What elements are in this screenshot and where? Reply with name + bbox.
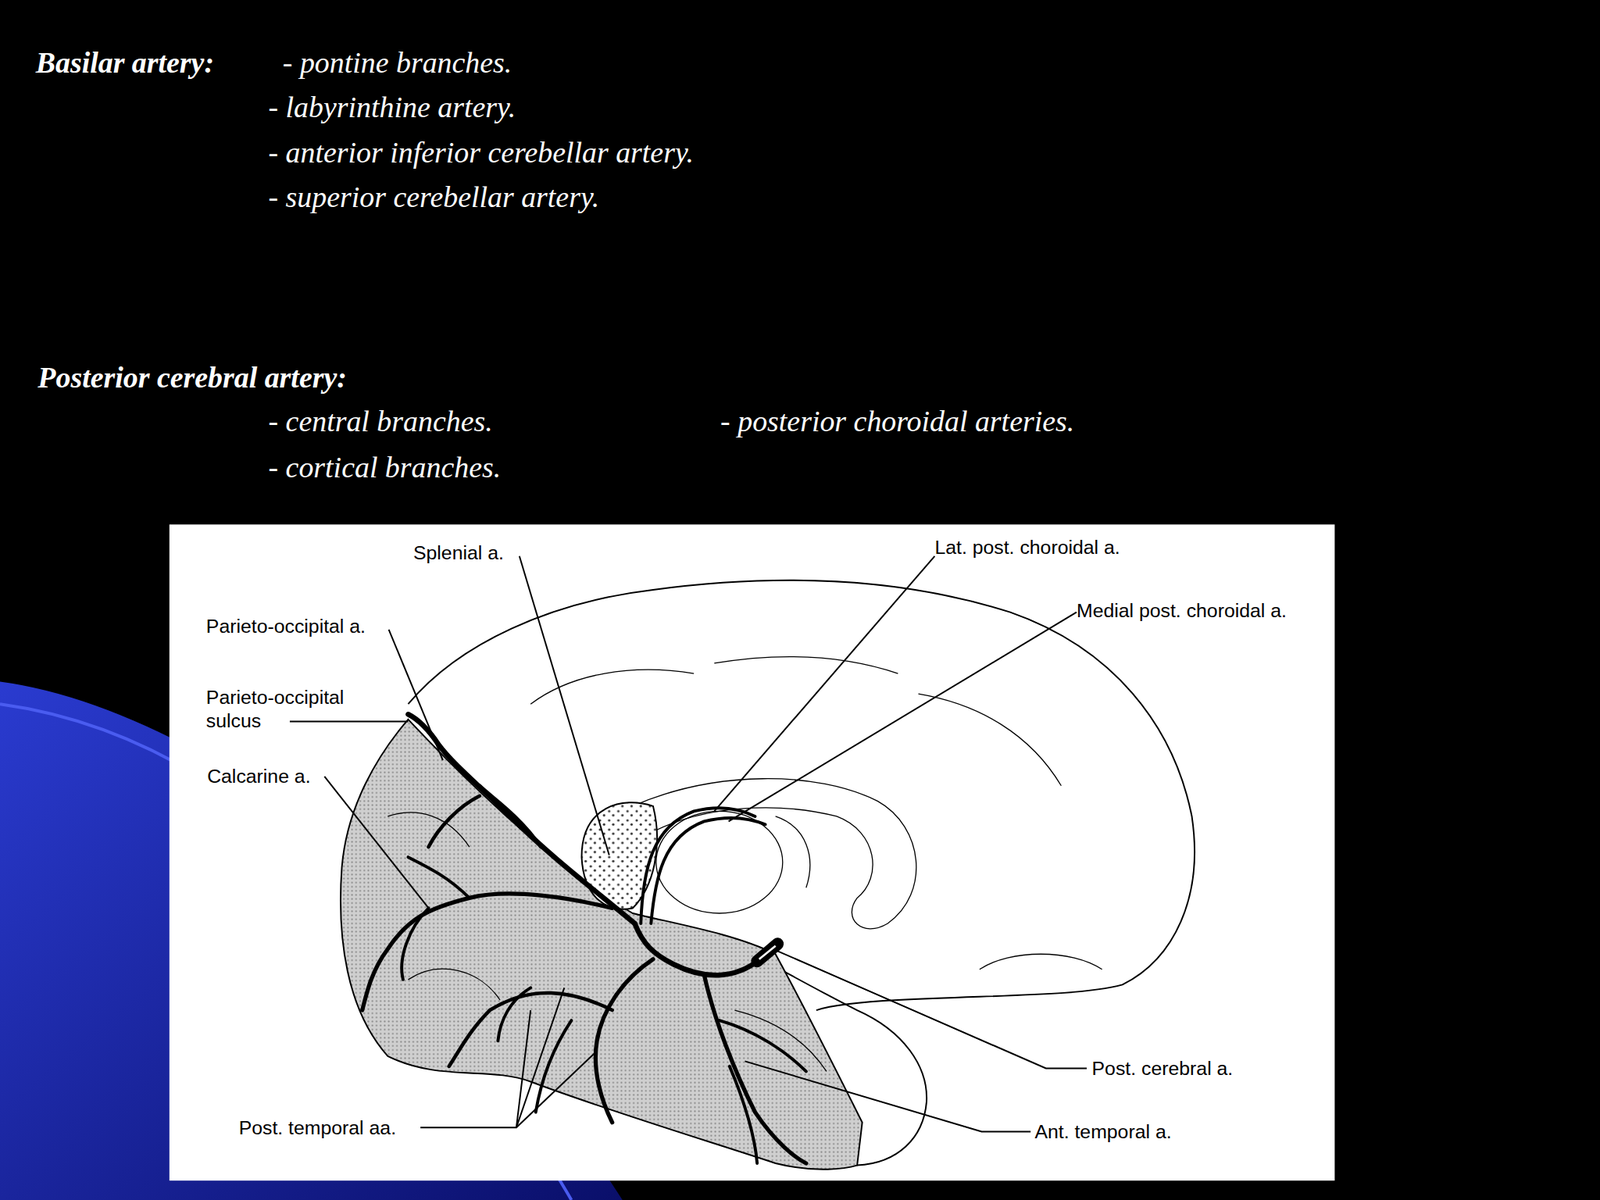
- pca-stub: [757, 943, 778, 961]
- artery-label: Medial post. choroidal a.: [1076, 598, 1287, 622]
- artery-label: Post. temporal aa.: [239, 1115, 397, 1140]
- leader-lines: [289, 556, 1087, 1133]
- artery-label: Post. cerebral a.: [1092, 1056, 1234, 1080]
- figure-panel: [169, 524, 1336, 1181]
- slide-heading: Basilar artery:: [35, 44, 215, 79]
- brain-details: [387, 656, 1102, 1072]
- pca-stub-highlight: [759, 946, 776, 960]
- branch-item: - anterior inferior cerebellar artery.: [268, 134, 695, 169]
- branch-item: - central branches.: [268, 403, 493, 439]
- sulcus-label: Parieto-occipital sulcus: [206, 685, 368, 733]
- splenium: [581, 802, 658, 909]
- artery-label: Calcarine a.: [207, 764, 311, 789]
- branch-item: - superior cerebellar artery.: [268, 179, 600, 215]
- artery-label: Ant. temporal a.: [1034, 1119, 1172, 1143]
- branch-item: - labyrinthine artery.: [268, 89, 517, 125]
- pca-territory: [340, 719, 863, 1170]
- branch-item: - posterior choroidal arteries.: [720, 403, 1075, 439]
- artery-label: Lat. post. choroidal a.: [934, 535, 1120, 559]
- artery-label: Splenial a.: [413, 541, 504, 565]
- branch-item: - pontine branches.: [282, 44, 513, 79]
- slide-heading: Posterior cerebral artery:: [37, 360, 347, 395]
- artery-label: Parieto-occipital a.: [206, 614, 366, 639]
- branch-item: - cortical branches.: [268, 450, 502, 485]
